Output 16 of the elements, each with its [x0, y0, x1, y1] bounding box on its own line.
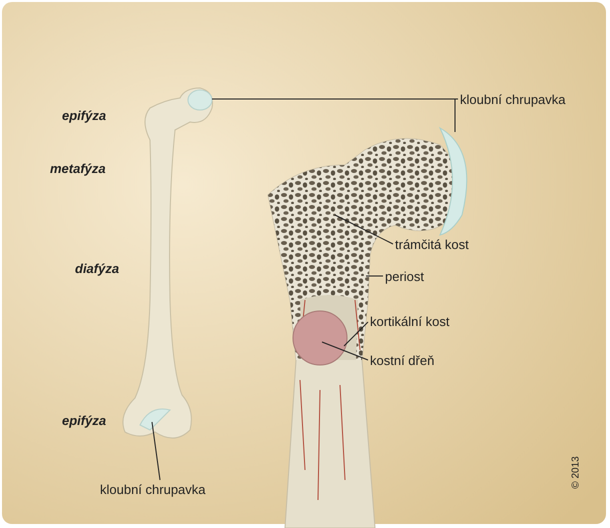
- leader-line: [454, 98, 458, 132]
- part-label: kortikální kost: [370, 314, 450, 329]
- part-label: trámčitá kost: [395, 237, 469, 252]
- region-label: epifýza: [62, 413, 106, 428]
- leader-line: [344, 322, 368, 346]
- part-label: kostní dřeň: [370, 353, 434, 368]
- leader-line: [152, 422, 160, 480]
- leader-line: [334, 214, 394, 244]
- region-label: diafýza: [75, 261, 120, 276]
- region-label: metafýza: [50, 161, 106, 176]
- part-label: periost: [385, 269, 424, 284]
- region-label: epifýza: [62, 108, 106, 123]
- part-label: kloubní chrupavka: [460, 92, 566, 107]
- leader-line: [322, 342, 368, 360]
- copyright-text: © 2013: [570, 456, 583, 489]
- part-label: kloubní chrupavka: [100, 482, 206, 497]
